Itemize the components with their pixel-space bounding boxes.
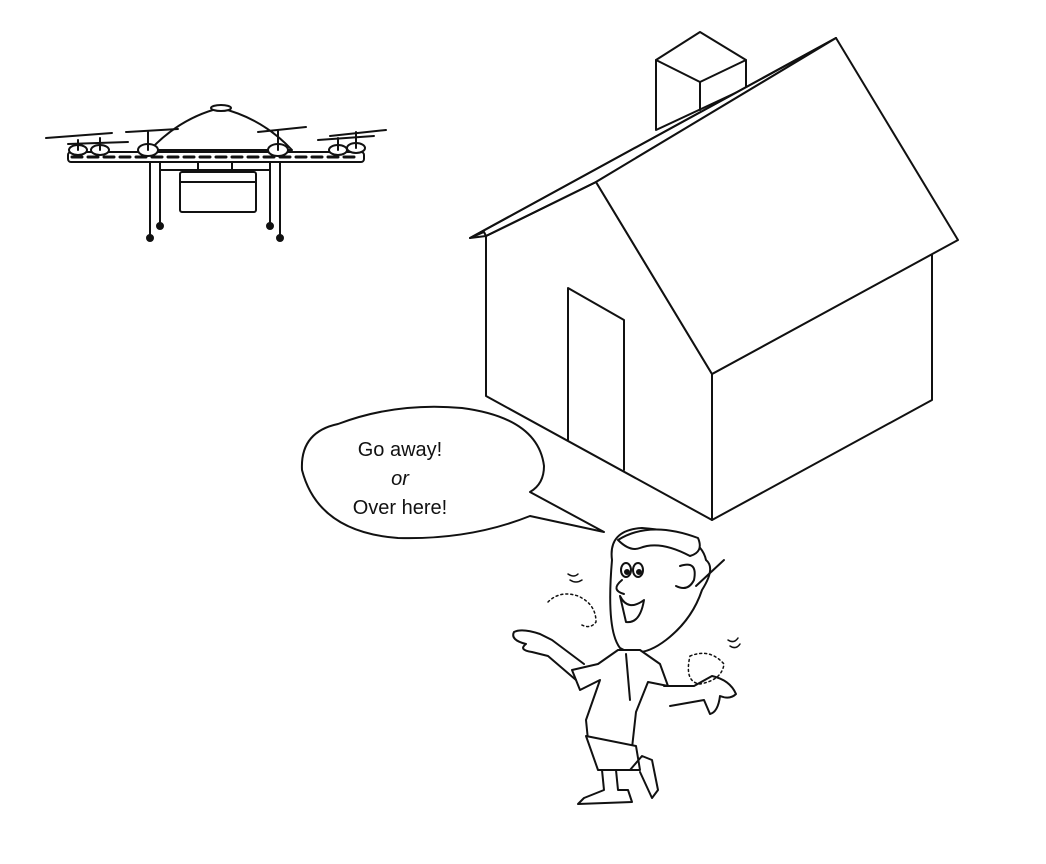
waving-person — [512, 527, 741, 805]
speech-bubble-text: Go away! or Over here! — [300, 436, 500, 523]
speech-line-go-away: Go away! — [357, 439, 443, 461]
delivery-drone — [45, 104, 387, 242]
speech-line-over-here: Over here! — [352, 497, 448, 519]
speech-line-or: or — [391, 468, 409, 490]
house — [469, 31, 959, 521]
speech-bubble — [300, 405, 605, 540]
